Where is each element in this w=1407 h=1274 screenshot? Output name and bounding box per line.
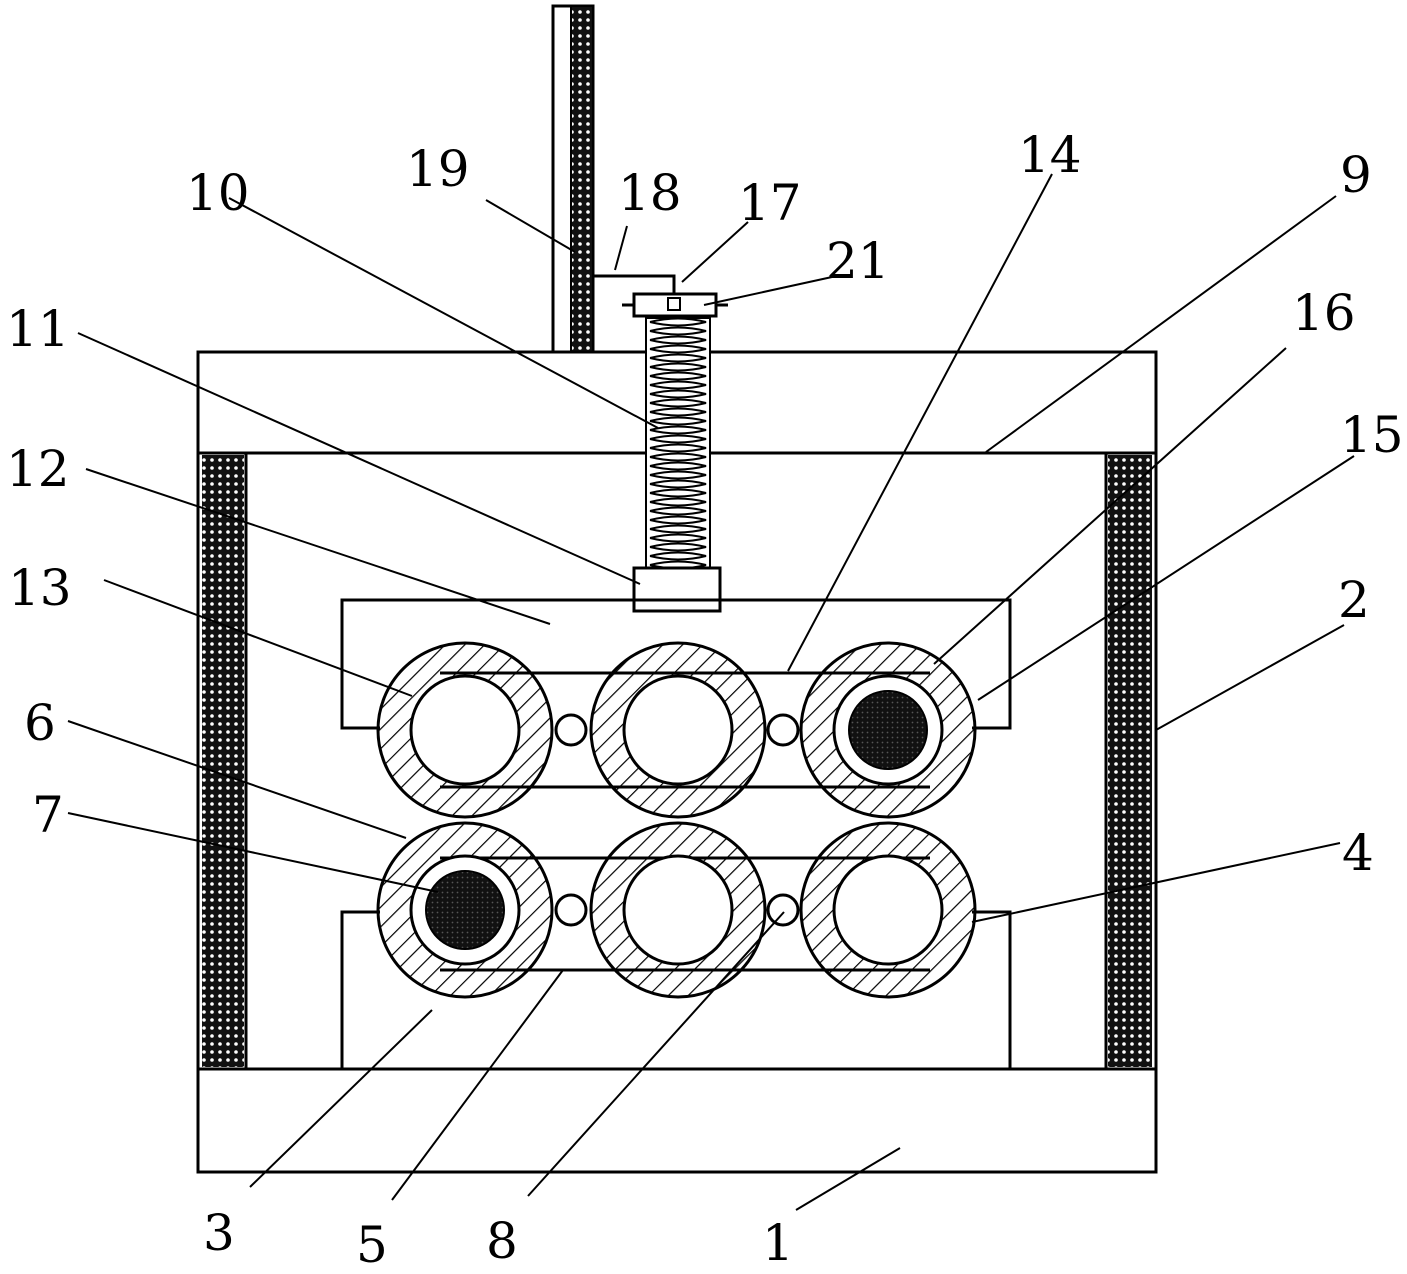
pipe-rollers bbox=[378, 643, 975, 997]
label-16: 16 bbox=[1292, 284, 1356, 342]
label-15: 15 bbox=[1340, 406, 1404, 464]
label-6: 6 bbox=[24, 694, 56, 752]
right-side-wall bbox=[1106, 453, 1156, 1069]
filled-core bbox=[849, 691, 927, 769]
label-3: 3 bbox=[203, 1204, 235, 1262]
vertical-pole bbox=[553, 6, 593, 354]
spring bbox=[646, 318, 710, 569]
label-5: 5 bbox=[356, 1216, 388, 1274]
press-block bbox=[634, 568, 720, 611]
label-10: 10 bbox=[186, 164, 250, 222]
label-19: 19 bbox=[406, 140, 470, 198]
label-11: 11 bbox=[6, 300, 70, 358]
label-21: 21 bbox=[826, 232, 890, 290]
left-side-wall bbox=[198, 453, 246, 1069]
label-7: 7 bbox=[32, 786, 64, 844]
label-2: 2 bbox=[1338, 571, 1370, 629]
base-plate bbox=[198, 1069, 1156, 1172]
pipe-roller bbox=[378, 823, 552, 997]
label-13: 13 bbox=[8, 559, 72, 617]
pipe-roller bbox=[801, 643, 975, 817]
pipe-roller bbox=[378, 643, 552, 817]
connecting-ball bbox=[556, 895, 586, 925]
label-17: 17 bbox=[738, 174, 802, 232]
connecting-ball bbox=[768, 715, 798, 745]
label-8: 8 bbox=[486, 1212, 518, 1270]
adjusting-nut bbox=[622, 294, 728, 316]
label-14: 14 bbox=[1018, 126, 1082, 184]
connecting-ball bbox=[556, 715, 586, 745]
label-1: 1 bbox=[762, 1214, 794, 1272]
label-9: 9 bbox=[1340, 146, 1372, 204]
filled-core bbox=[426, 871, 504, 949]
label-12: 12 bbox=[6, 440, 70, 498]
pipe-roller bbox=[801, 823, 975, 997]
pipe-roller bbox=[591, 643, 765, 817]
connecting-ball bbox=[768, 895, 798, 925]
label-18: 18 bbox=[618, 164, 682, 222]
pipe-roller bbox=[591, 823, 765, 997]
label-4: 4 bbox=[1342, 824, 1374, 882]
